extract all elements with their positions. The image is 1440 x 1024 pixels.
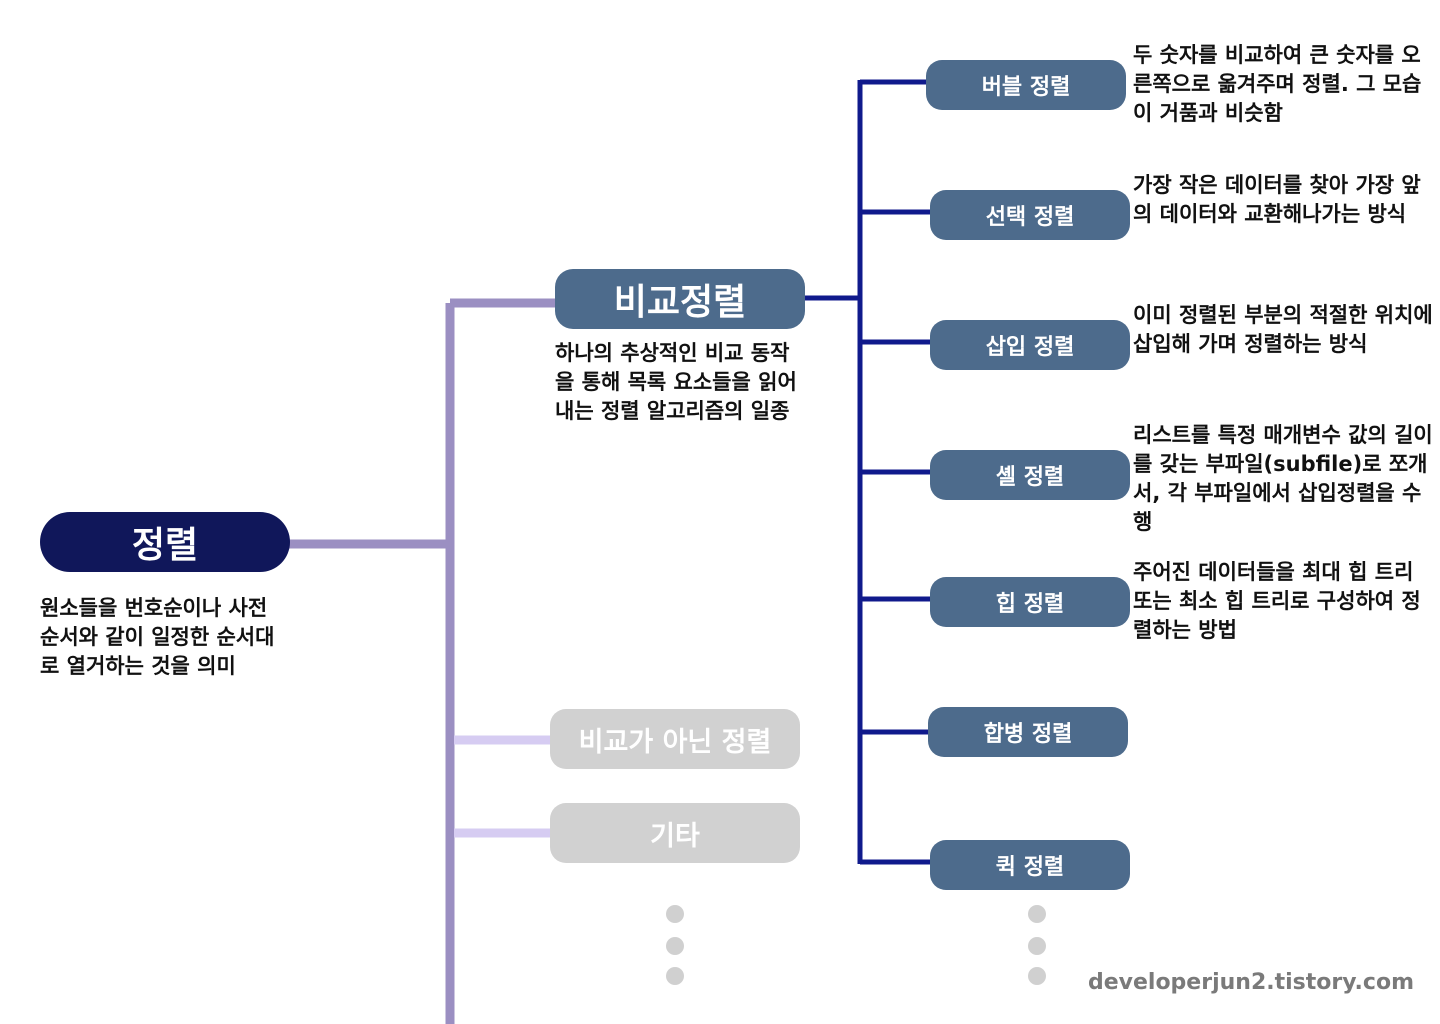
- more-branches-dot: [666, 905, 684, 923]
- bubble-sort-description: 두 숫자를 비교하여 큰 숫자를 오른쪽으로 옮겨주며 정렬. 그 모습이 거품…: [1133, 43, 1422, 125]
- insertion-sort-description: 이미 정렬된 부분의 적절한 위치에 삽입해 가며 정렬하는 방식: [1133, 303, 1433, 356]
- more-algorithms-dot: [1028, 967, 1046, 985]
- quick-sort-node[interactable]: 퀵 정렬: [930, 840, 1130, 890]
- shell-sort-description: 리스트를 특정 매개변수 값의 길이를 갖는 부파일(subfile)로 쪼개서…: [1133, 423, 1433, 534]
- comparison-sort-node[interactable]: 비교정렬: [555, 269, 805, 329]
- bubble-sort-node[interactable]: 버블 정렬: [926, 60, 1126, 110]
- more-algorithms-dot: [1028, 905, 1046, 923]
- more-branches-dot: [666, 937, 684, 955]
- heap-sort-node[interactable]: 힙 정렬: [930, 577, 1130, 627]
- non-comparison-sort-node[interactable]: 비교가 아닌 정렬: [550, 709, 800, 769]
- insertion-sort-node[interactable]: 삽입 정렬: [930, 320, 1130, 370]
- shell-sort-node[interactable]: 셸 정렬: [930, 450, 1130, 500]
- watermark: developerjun2.tistory.com: [1087, 970, 1414, 995]
- more-algorithms-dot: [1028, 937, 1046, 955]
- root-node-sorting[interactable]: 정렬: [40, 512, 290, 572]
- comparison-sort-description: 하나의 추상적인 비교 동작을 통해 목록 요소들을 읽어내는 정렬 알고리즘의…: [555, 341, 797, 423]
- root-description: 원소들을 번호순이나 사전 순서와 같이 일정한 순서대로 열거하는 것을 의미: [40, 596, 275, 678]
- merge-sort-node[interactable]: 합병 정렬: [928, 707, 1128, 757]
- etc-node[interactable]: 기타: [550, 803, 800, 863]
- more-branches-dot: [666, 967, 684, 985]
- selection-sort-node[interactable]: 선택 정렬: [930, 190, 1130, 240]
- heap-sort-description: 주어진 데이터들을 최대 힙 트리 또는 최소 힙 트리로 구성하여 정렬하는 …: [1133, 560, 1421, 642]
- selection-sort-description: 가장 작은 데이터를 찾아 가장 앞의 데이터와 교환해나가는 방식: [1133, 173, 1421, 226]
